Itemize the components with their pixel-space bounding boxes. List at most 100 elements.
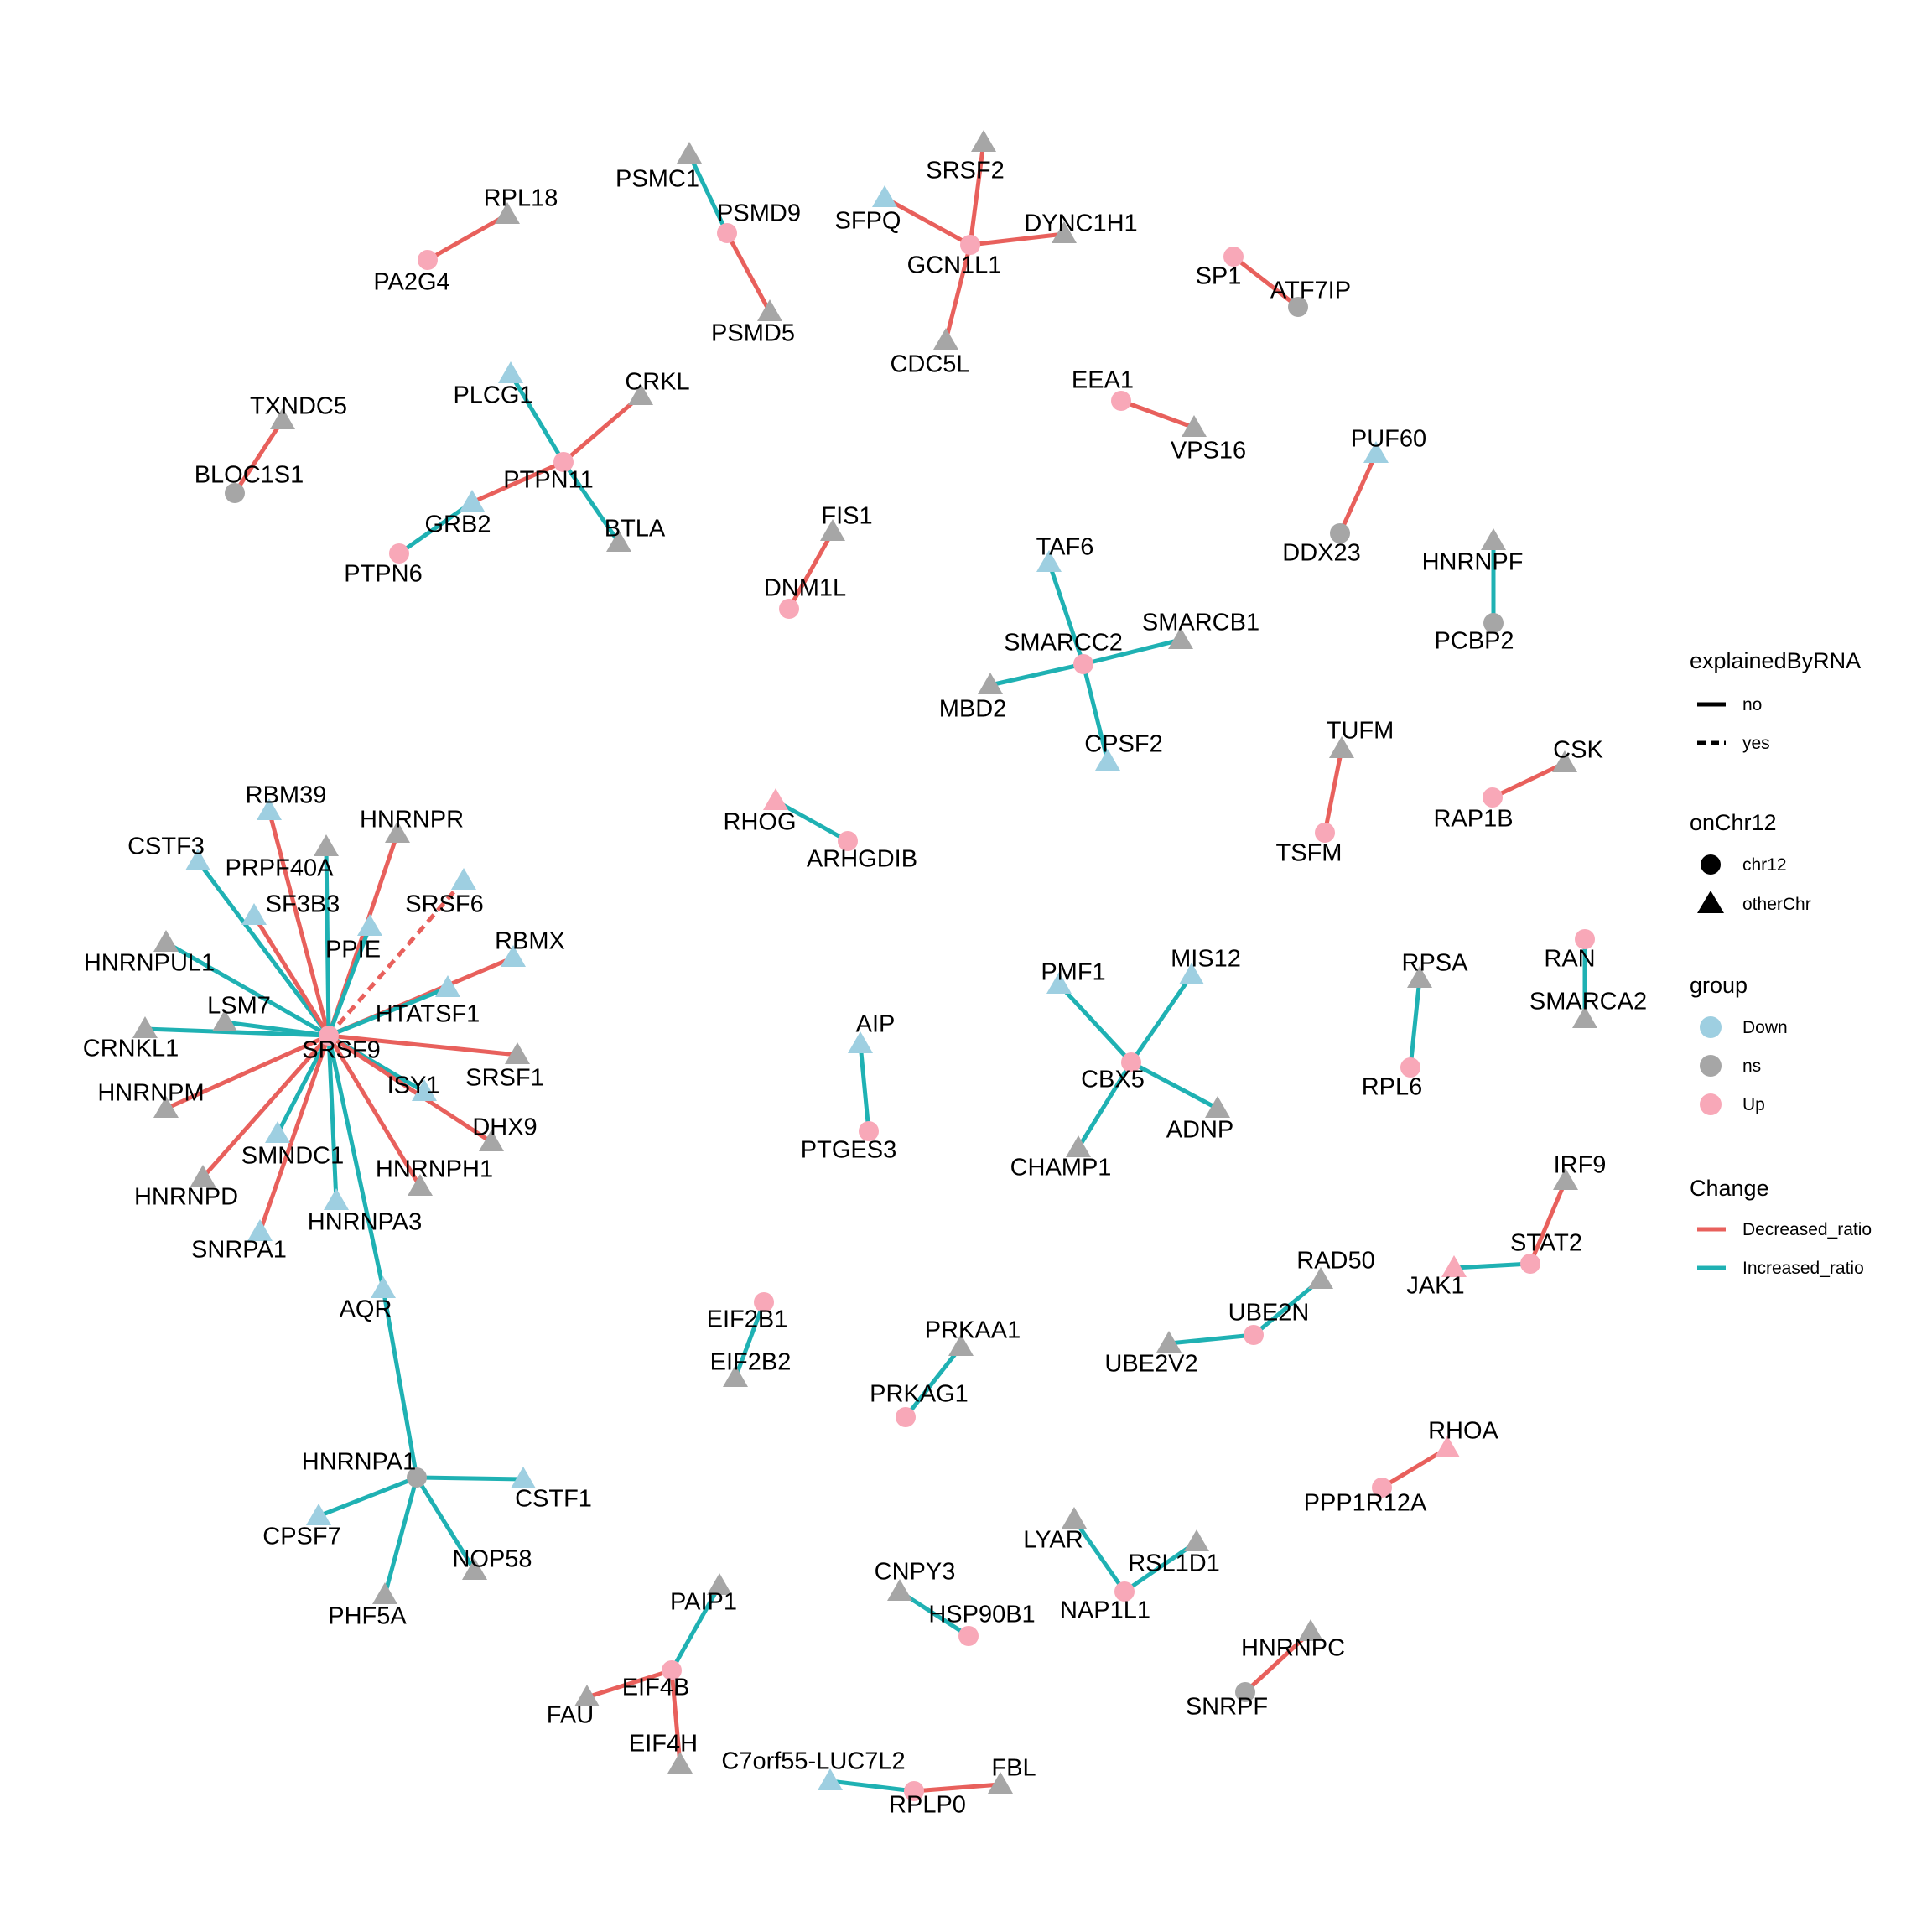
node-cdc5l [933, 328, 958, 350]
node-hnrnpd [190, 1165, 216, 1187]
edge-srsf9-aqr [326, 1035, 386, 1290]
node-eif2b1 [754, 1292, 774, 1312]
node-sp1 [1223, 247, 1244, 267]
node-label-phf5a: PHF5A [328, 1603, 407, 1630]
node-arhgdib [838, 831, 858, 851]
node-label-mbd2: MBD2 [939, 696, 1007, 723]
node-rpsa [1407, 966, 1432, 988]
node-label-prkaa1: PRKAA1 [925, 1317, 1021, 1344]
node-label-prkag1: PRKAG1 [870, 1381, 969, 1408]
legend-swatch-down [1700, 1016, 1722, 1038]
node-label-srsf2: SRSF2 [926, 158, 1004, 184]
node-mbd2 [978, 673, 1003, 694]
node-label-hnrnpa1: HNRNPA1 [302, 1449, 416, 1476]
edge-pa2g4-rpl18 [426, 212, 509, 262]
legend-swatch-ns [1700, 1055, 1722, 1077]
edge-srsf9-hnrnpm [164, 1033, 330, 1111]
node-label-eif4h: EIF4H [629, 1731, 698, 1758]
node-label-pcbp2: PCBP2 [1434, 628, 1514, 655]
node-label-crkl: CRKL [625, 369, 689, 396]
node-cstf1 [511, 1467, 536, 1488]
node-grb2 [460, 490, 485, 512]
edge-arhgdib-rhog [774, 798, 849, 844]
node-label-psmd9: PSMD9 [717, 200, 801, 227]
node-label-ptpn6: PTPN6 [344, 561, 422, 588]
node-label-cbx5: CBX5 [1081, 1067, 1145, 1093]
node-rbmx [501, 945, 526, 967]
node-smarcc2 [1073, 654, 1093, 674]
edge-cbx5-pmf1 [1057, 983, 1133, 1064]
edge-eif4b-fau [586, 1668, 673, 1700]
edge-prkag1-prkaa1 [904, 1345, 963, 1419]
node-hnrnpul1 [153, 930, 179, 952]
node-label-btla: BTLA [605, 516, 666, 543]
edge-rplp0-fbl [913, 1782, 1001, 1794]
node-label-c7orf55-luc7l2: C7orf55-LUC7L2 [721, 1748, 905, 1775]
node-label-jak1: JAK1 [1406, 1273, 1464, 1300]
node-label-nap1l1: NAP1L1 [1060, 1597, 1150, 1624]
node-taf6 [1036, 550, 1062, 572]
node-label-rpsa: RPSA [1402, 950, 1469, 977]
node-psmc1 [677, 142, 702, 164]
node-label-puf60: PUF60 [1351, 426, 1426, 453]
legend-item-up: Up [1742, 1095, 1765, 1114]
node-btla [606, 530, 631, 552]
edge-gcn1l1-sfpq [883, 195, 972, 247]
node-eif2b2 [723, 1365, 748, 1387]
node-fbl [988, 1772, 1013, 1794]
node-srsf2 [971, 130, 996, 152]
edge-srsf9-ppie [326, 926, 372, 1036]
node-label-hnrnpc: HNRNPC [1241, 1635, 1345, 1662]
node-label-hnrnpa3: HNRNPA3 [308, 1209, 422, 1236]
edge-nap1l1-lyar [1072, 1518, 1127, 1593]
node-label-eea1: EEA1 [1072, 367, 1134, 394]
node-label-smarcc2: SMARCC2 [1004, 630, 1123, 657]
node-fis1 [820, 519, 845, 541]
node-label-smarca2: SMARCA2 [1530, 989, 1647, 1015]
node-c7orf55-luc7l2 [818, 1768, 843, 1790]
node-label-psmd5: PSMD5 [711, 320, 795, 347]
node-label-lyar: LYAR [1023, 1527, 1083, 1554]
node-label-vps16: VPS16 [1171, 438, 1246, 465]
edge-dnm1l-fis1 [787, 530, 835, 610]
label-layer: RPL18PA2G4PSMC1PSMD9PSMD5SRSF2SFPQGCN1L1… [83, 158, 1647, 1819]
node-paip1 [707, 1573, 732, 1595]
node-fau [574, 1685, 600, 1706]
edge-tsfm-tufm [1322, 748, 1344, 834]
edge-psmd9-psmd5 [724, 231, 772, 314]
node-label-tufm: TUFM [1327, 718, 1394, 745]
edge-ptpn11-plcg1 [508, 372, 566, 464]
node-label-hnrnpd: HNRNPD [134, 1184, 238, 1211]
node-ppie [357, 914, 382, 936]
edge-hnrnpa1-cpsf7 [318, 1475, 418, 1519]
node-label-cnpy3: CNPY3 [875, 1559, 956, 1586]
edge-rpl6-rpsa [1408, 978, 1422, 1068]
legend-item-increased-ratio: Increased_ratio [1742, 1259, 1864, 1278]
node-smarcb1 [1168, 627, 1193, 649]
node-label-ddx23: DDX23 [1282, 540, 1361, 567]
node-label-ppp1r12a: PPP1R12A [1304, 1490, 1427, 1517]
edge-rap1b-csk [1491, 761, 1566, 800]
node-label-sfpq: SFPQ [835, 208, 901, 235]
node-lsm7 [212, 1010, 237, 1031]
node-sf3b3 [242, 903, 267, 925]
node-label-grb2: GRB2 [425, 512, 491, 538]
node-srsf1 [505, 1042, 530, 1064]
node-smarca2 [1572, 1006, 1597, 1028]
node-atf7ip [1288, 297, 1308, 317]
node-label-isy1: ISY1 [387, 1072, 440, 1099]
legend: explainedByRNA no yes onChr12 chr12 othe… [1690, 648, 1872, 1278]
node-label-fis1: FIS1 [821, 503, 872, 530]
node-label-hnrnpf: HNRNPF [1422, 549, 1524, 576]
node-bloc1s1 [225, 483, 245, 503]
legend-item-chr12: chr12 [1742, 855, 1787, 875]
node-dhx9 [479, 1130, 504, 1151]
edge-cbx5-adnp [1130, 1060, 1219, 1111]
node-hnrnpc [1298, 1619, 1323, 1641]
node-label-rad50: RAD50 [1296, 1248, 1375, 1275]
edge-srsf9-htatsf1 [328, 985, 449, 1038]
node-adnp [1205, 1096, 1230, 1118]
node-cpsf7 [306, 1504, 331, 1525]
node-isy1 [412, 1079, 437, 1101]
